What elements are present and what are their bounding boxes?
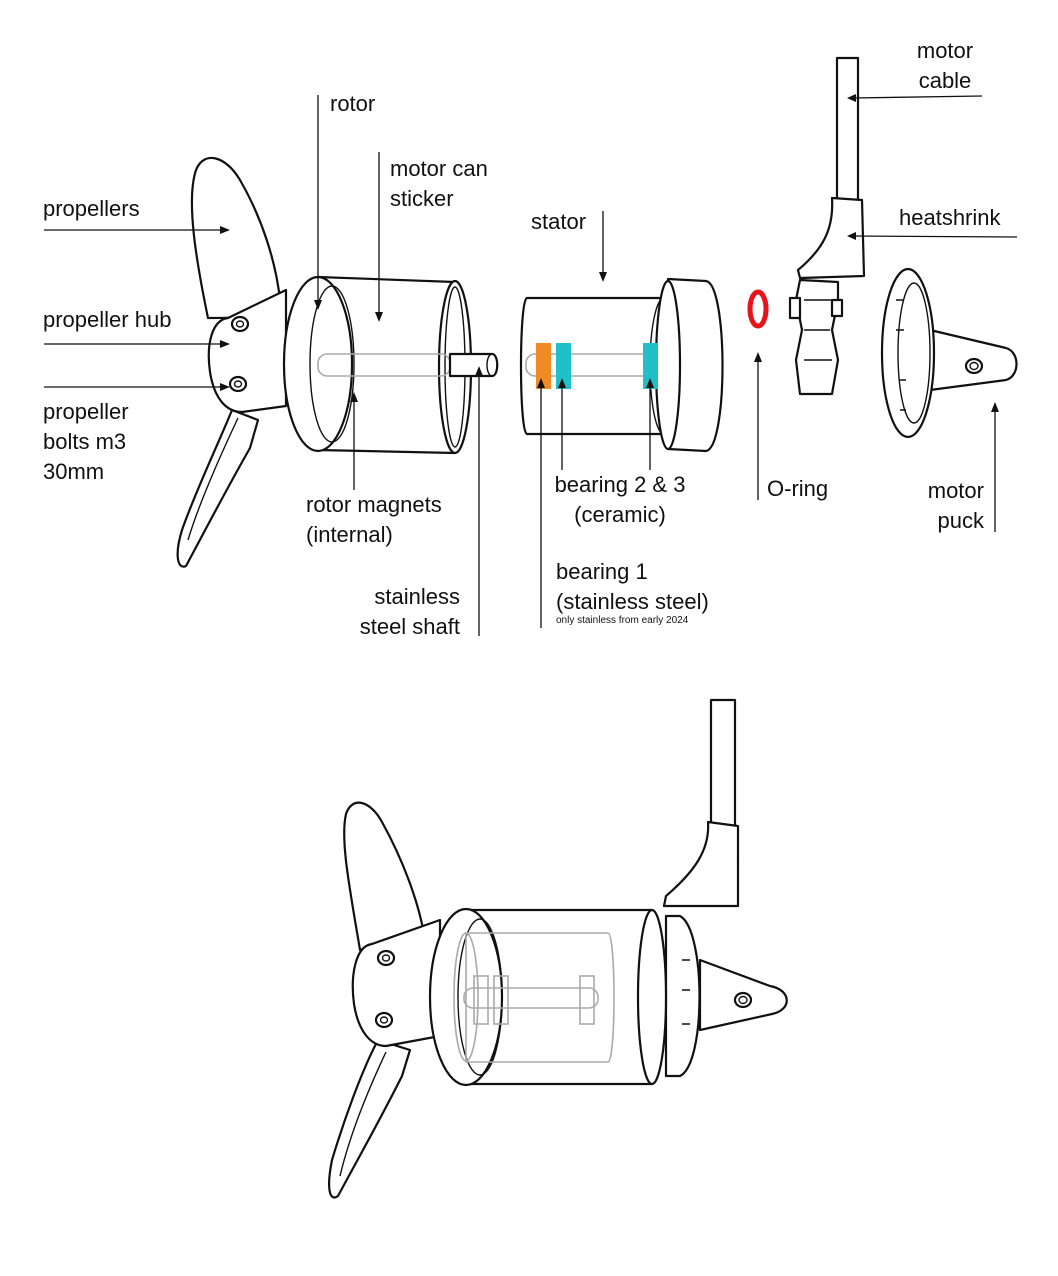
propeller-blade-upper <box>190 156 282 320</box>
bearing-3-mark <box>643 343 658 389</box>
connector-bundle <box>794 278 840 396</box>
label-stator: stator <box>531 209 587 234</box>
label-rotor-magnets: rotor magnets (internal) <box>306 492 442 547</box>
bearing-1-mark <box>536 343 551 389</box>
assembled-bearing-3 <box>579 975 595 1025</box>
label-o-ring: O-ring <box>767 476 829 501</box>
heatshrink <box>796 196 866 280</box>
assembled-bearing-2 <box>493 975 509 1025</box>
label-propeller-bolts: propeller bolts m3 30mm <box>43 399 129 484</box>
steel-shaft <box>448 352 499 378</box>
assembled-bearing-1 <box>473 975 489 1025</box>
exploded-view <box>44 56 1018 636</box>
propeller-bolt-lower <box>228 375 248 393</box>
label-heatshrink: heatshrink <box>899 205 1001 230</box>
assembled-blade-lower <box>328 1038 412 1199</box>
bearing-2-mark <box>556 343 571 389</box>
label-stainless-steel-shaft: stainless steel shaft <box>359 584 460 639</box>
propeller-bolt-upper <box>230 315 250 333</box>
motor-puck <box>880 267 1018 439</box>
label-propeller-hub: propeller hub <box>43 307 172 332</box>
leader-lines <box>44 94 1018 636</box>
assembled-view <box>328 698 788 1199</box>
stator <box>519 277 724 453</box>
label-bearing-2-3: bearing 2 & 3 (ceramic) <box>554 472 686 527</box>
label-motor-puck: motor puck <box>927 478 984 533</box>
o-ring <box>747 289 769 329</box>
motor-cable <box>835 56 860 202</box>
assembled-heatshrink <box>662 820 740 908</box>
label-propellers: propellers <box>43 196 140 221</box>
assembled-hub <box>351 918 442 1048</box>
label-motor-cable: motor cable <box>916 38 974 93</box>
rotor-can <box>282 275 473 455</box>
assembled-cable <box>709 698 737 828</box>
label-bearing-1-note: only stainless from early 2024 <box>556 615 689 626</box>
propeller-hub <box>207 288 288 414</box>
label-bearing-1: bearing 1 (stainless steel) <box>556 559 709 614</box>
propeller-blade-lower <box>176 408 260 568</box>
label-motor-can-sticker: motor can sticker <box>390 156 488 211</box>
assembled-blade-upper <box>343 801 426 952</box>
label-rotor: rotor <box>330 91 376 116</box>
